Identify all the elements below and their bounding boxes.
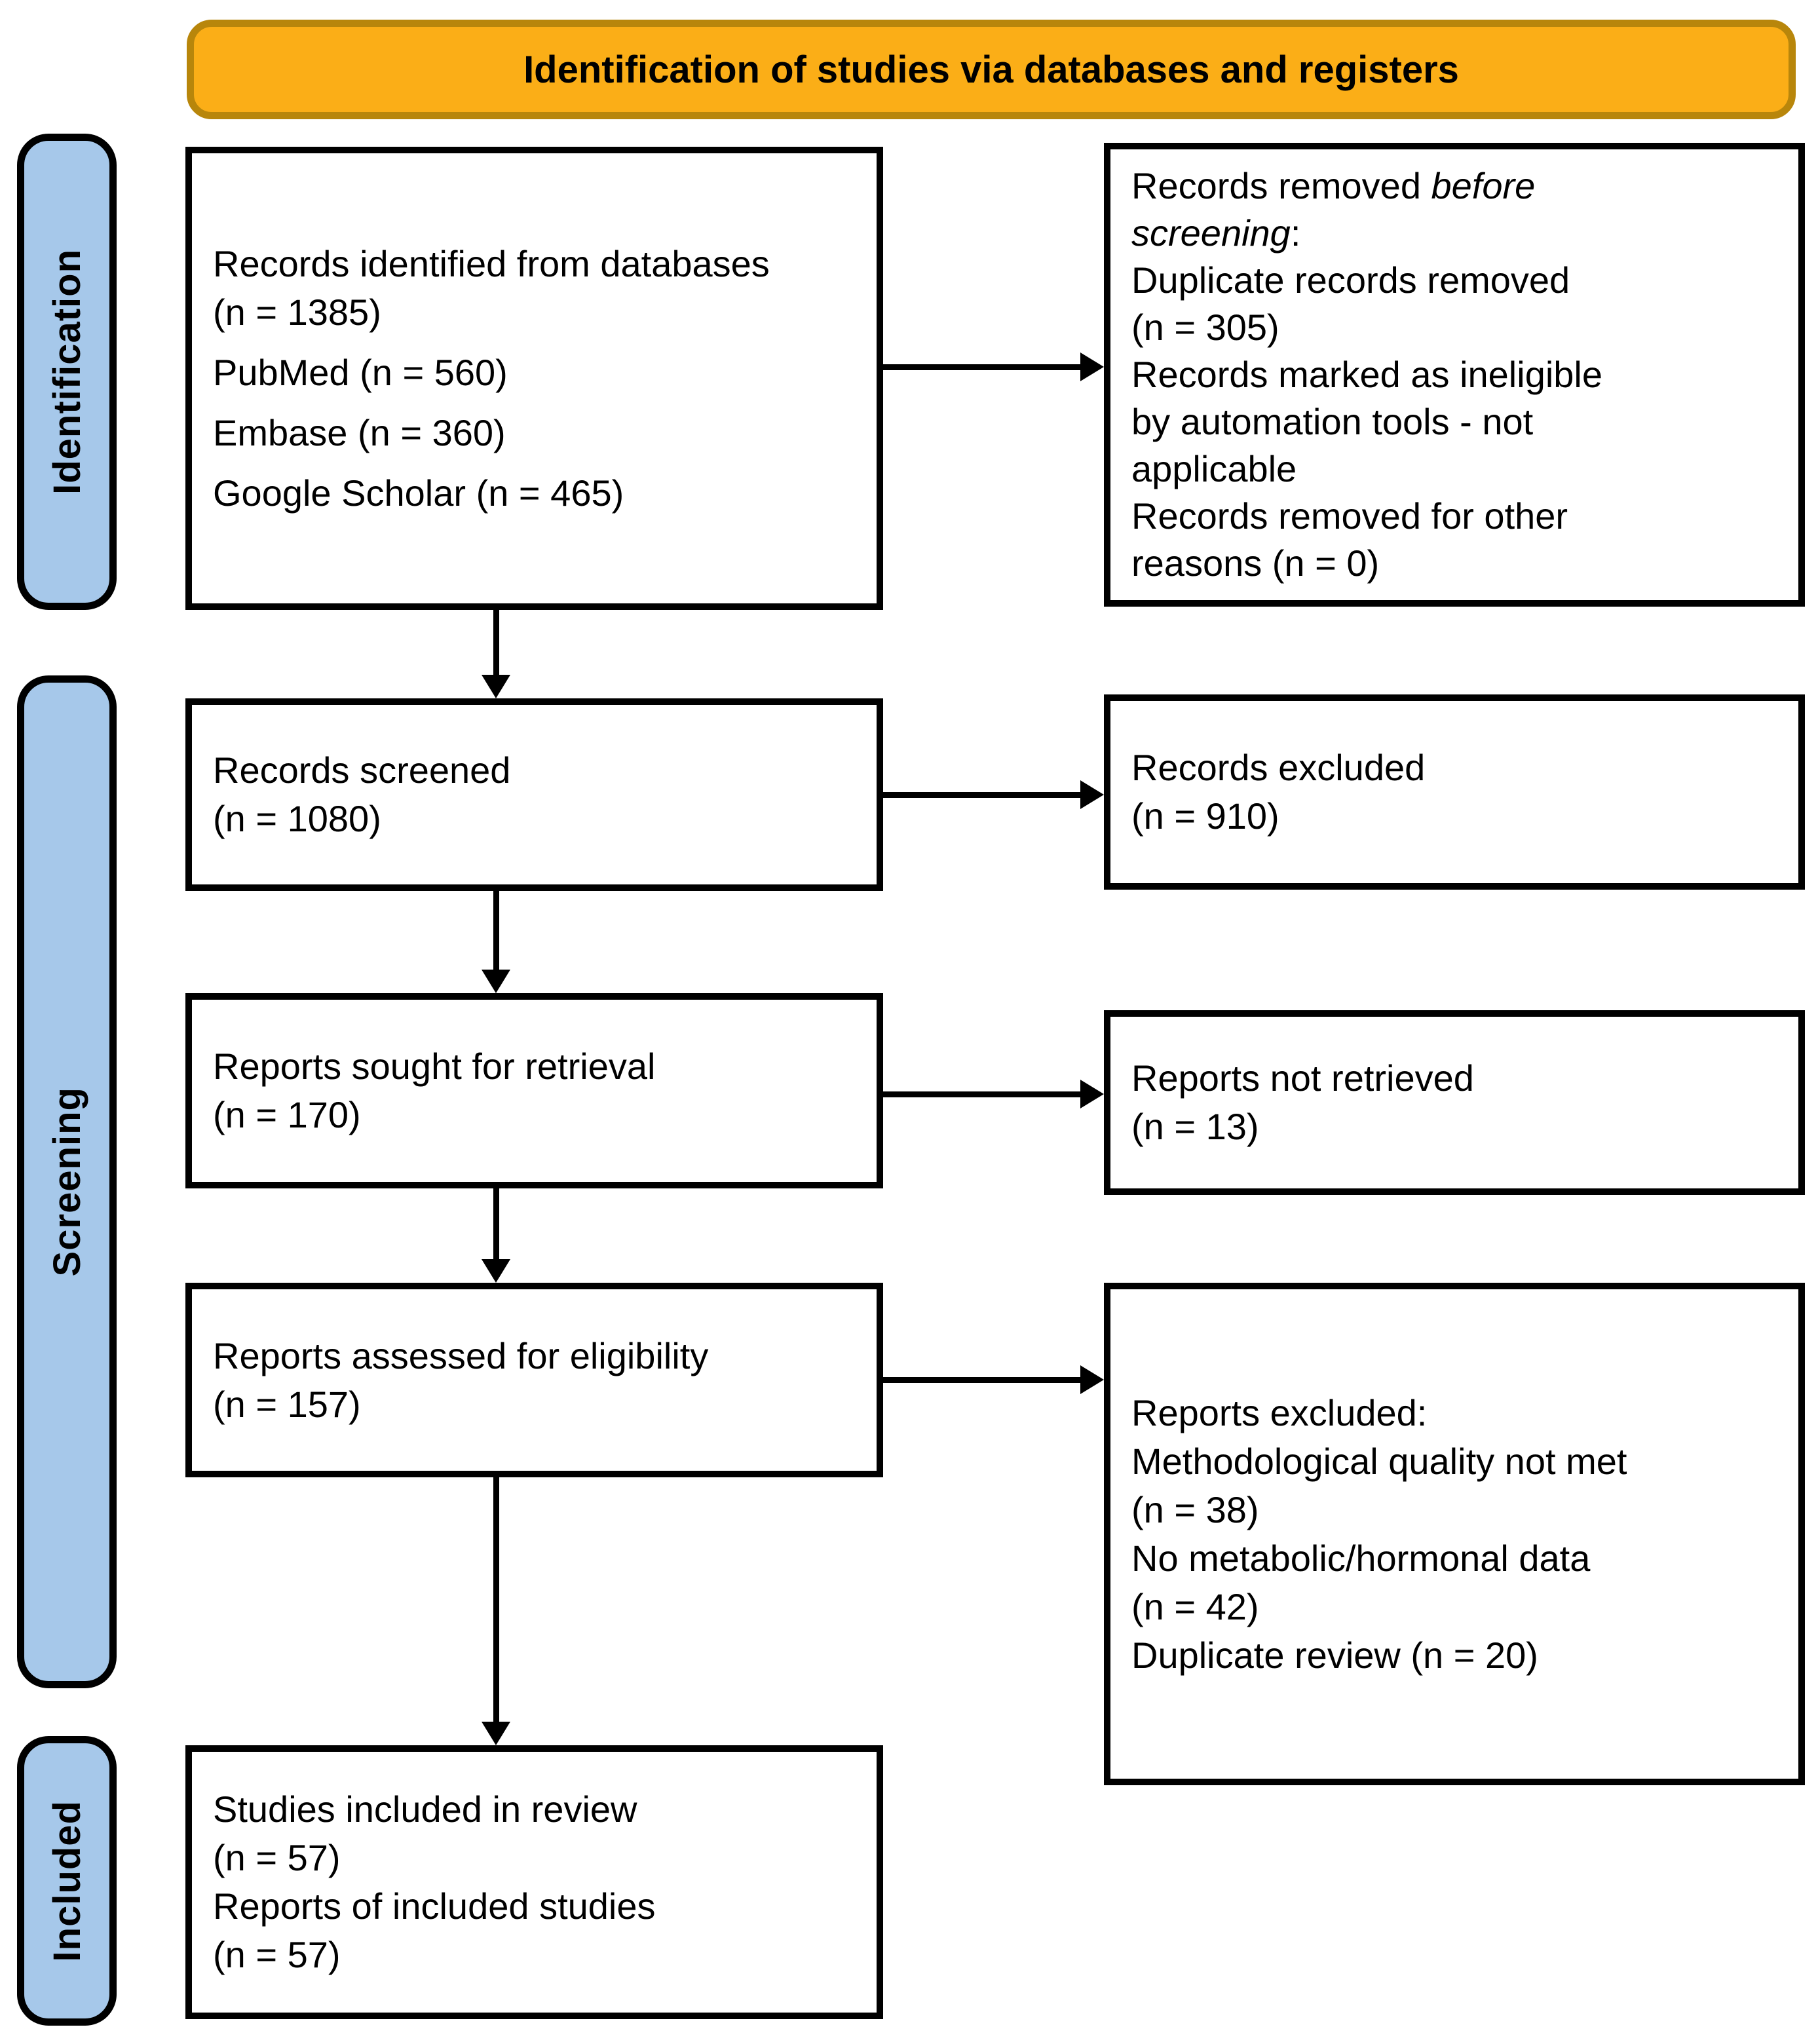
arrow-shaft bbox=[883, 364, 1080, 370]
arrow-shaft bbox=[493, 891, 499, 970]
arrowhead-right-icon bbox=[1080, 780, 1104, 809]
arrowhead-right-icon bbox=[1080, 352, 1104, 381]
arrow-identified-to-screened bbox=[482, 610, 510, 698]
arrow-shaft bbox=[493, 1477, 499, 1722]
arrowhead-down-icon bbox=[482, 1259, 510, 1283]
arrowhead-right-icon bbox=[1080, 1080, 1104, 1108]
arrow-shaft bbox=[883, 1376, 1080, 1383]
box-records-excluded: Records excluded(n = 910) bbox=[1104, 694, 1805, 890]
arrow-shaft bbox=[493, 1188, 499, 1259]
arrow-screened-to-sought bbox=[482, 891, 510, 993]
stage-label-screening: Screening bbox=[17, 675, 117, 1688]
arrowhead-down-icon bbox=[482, 1722, 510, 1745]
banner-title: Identification of studies via databases … bbox=[523, 48, 1459, 91]
arrow-identified-to-removed bbox=[883, 352, 1104, 381]
stage-label-included: Included bbox=[17, 1736, 117, 2026]
arrow-shaft bbox=[493, 610, 499, 675]
box-records-screened: Records screened(n = 1080) bbox=[185, 698, 883, 891]
arrow-shaft bbox=[883, 1091, 1080, 1097]
arrow-sought-to-not-retrieved bbox=[883, 1080, 1104, 1108]
arrowhead-down-icon bbox=[482, 675, 510, 698]
stage-screening-text: Screening bbox=[45, 1087, 88, 1277]
arrow-shaft bbox=[883, 791, 1080, 798]
arrow-sought-to-assessed bbox=[482, 1188, 510, 1283]
arrow-assessed-to-reports-excluded bbox=[883, 1365, 1104, 1394]
box-reports-sought: Reports sought for retrieval(n = 170) bbox=[185, 993, 883, 1188]
stage-included-text: Included bbox=[45, 1800, 88, 1962]
arrow-assessed-to-included bbox=[482, 1477, 510, 1745]
box-studies-included: Studies included in review(n = 57)Report… bbox=[185, 1745, 883, 2019]
arrow-screened-to-excluded bbox=[883, 780, 1104, 809]
box-records-identified: Records identified from databases(n = 13… bbox=[185, 147, 883, 610]
arrowhead-right-icon bbox=[1080, 1365, 1104, 1394]
box-reports-not-retrieved: Reports not retrieved(n = 13) bbox=[1104, 1010, 1805, 1195]
box-reports-excluded: Reports excluded:Methodological quality … bbox=[1104, 1283, 1805, 1785]
stage-identification-text: Identification bbox=[45, 249, 88, 495]
arrowhead-down-icon bbox=[482, 970, 510, 993]
stage-label-identification: Identification bbox=[17, 134, 117, 610]
box-reports-assessed: Reports assessed for eligibility(n = 157… bbox=[185, 1283, 883, 1477]
banner: Identification of studies via databases … bbox=[187, 20, 1796, 119]
